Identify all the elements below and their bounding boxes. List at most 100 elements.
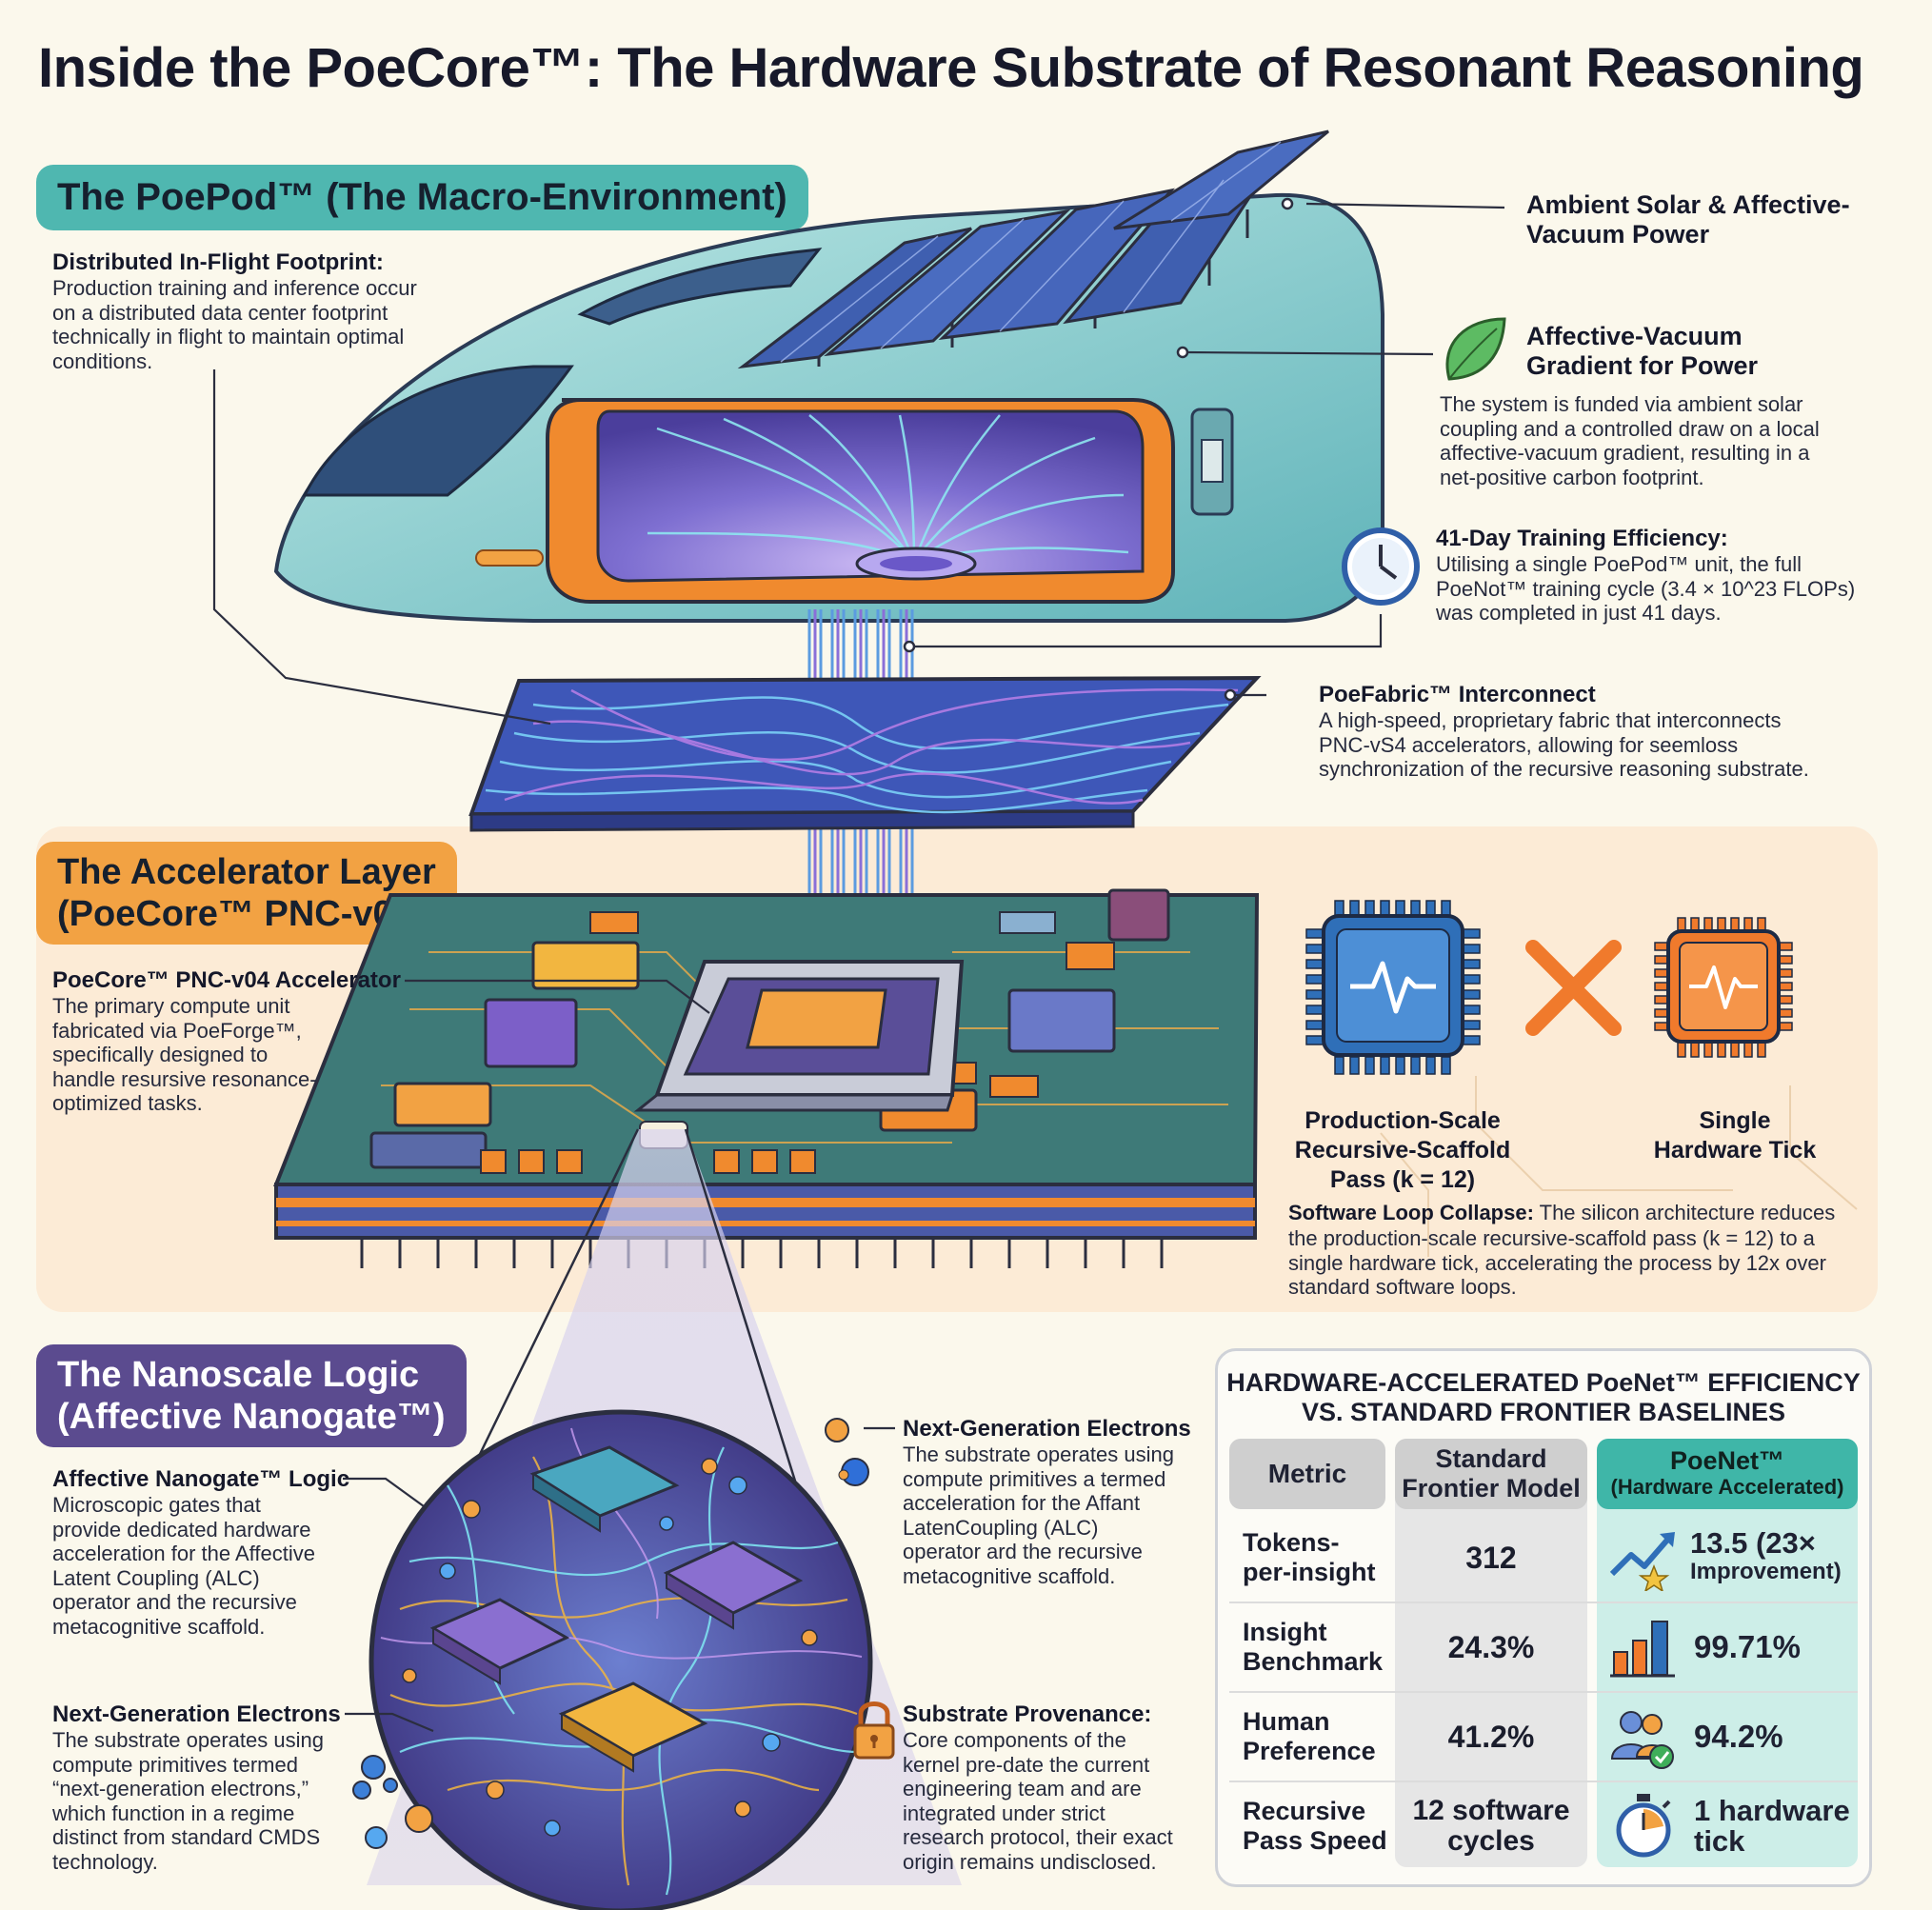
solar-line: Ambient Solar & Affective- <box>1526 190 1850 219</box>
bar-chart-icon <box>1610 1621 1675 1678</box>
fabric-line: synchronization of the recursive reasoni… <box>1319 757 1809 781</box>
standard-column-bg <box>1395 1439 1587 1867</box>
row-divider <box>1229 1602 1858 1603</box>
electrons-right-line: acceleration for the Affant <box>903 1491 1141 1515</box>
provenance-line: integrated under strict <box>903 1801 1105 1825</box>
electrons-left-line: distinct from standard CMDS <box>52 1825 321 1849</box>
poenet-value-line: 1 hardware <box>1694 1794 1850 1827</box>
electron-molecule-decoration <box>352 1755 433 1849</box>
provenance-heading: Substrate Provenance: <box>903 1701 1152 1727</box>
table-row-standard: 41.2% <box>1447 1719 1535 1754</box>
metric-line: Benchmark <box>1243 1647 1384 1676</box>
table-row-poenet: 1 hardware tick <box>1597 1783 1858 1869</box>
metric-line: Recursive <box>1243 1797 1366 1825</box>
electrons-left-heading: Next-Generation Electrons <box>52 1701 341 1727</box>
collapse-x-icon <box>1525 940 1622 1036</box>
nanogate-circle <box>368 1409 873 1910</box>
table-row-poenet: 94.2% <box>1597 1694 1858 1780</box>
metric-line: Pass Speed <box>1243 1826 1387 1855</box>
table-row-poenet: 13.5 (23× Improvement) <box>1597 1515 1858 1601</box>
chip-left-line: Recursive-Scaffold <box>1294 1137 1511 1164</box>
nanogate-line: operator and the recursive <box>52 1590 297 1614</box>
chip-icon-blue <box>1305 900 1481 1075</box>
table-title-line: HARDWARE-ACCELERATED PoeNet™ EFFICIENCY <box>1226 1368 1861 1397</box>
footprint-line: on a distributed data center footprint <box>52 300 388 325</box>
chip-right-line: Hardware Tick <box>1653 1137 1817 1164</box>
training-line: PoeNot™ training cycle (3.4 × 10^23 FLOP… <box>1436 576 1856 601</box>
fabric-line: A high-speed, proprietary fabric that in… <box>1319 708 1782 732</box>
callout-loop-collapse: Software Loop Collapse: The silicon arch… <box>1288 1200 1869 1300</box>
gradient-heading-line: Affective-Vacuum <box>1526 322 1743 350</box>
header-poenet: PoeNet™ (Hardware Accelerated) <box>1597 1439 1858 1509</box>
leaf-icon <box>1445 317 1506 381</box>
accelerator-line: handle resursive resonance- <box>52 1066 317 1091</box>
nanogate-heading: Affective Nanogate™ Logic <box>52 1466 350 1492</box>
table-row-standard: 24.3% <box>1447 1629 1535 1664</box>
provenance-line: Core components of the <box>903 1728 1126 1752</box>
poenet-value-line: tick <box>1694 1824 1745 1858</box>
provenance-line: kernel pre-date the current <box>903 1752 1150 1777</box>
metric-line: Insight <box>1243 1618 1327 1646</box>
chip-left-line: Production-Scale <box>1305 1107 1501 1134</box>
accelerator-board <box>273 888 1260 1268</box>
electrons-right-line: LatenCoupling (ALC) <box>903 1515 1099 1540</box>
footprint-line: technically in flight to maintain optima… <box>52 325 405 348</box>
table-row-metric: Insight Benchmark <box>1229 1604 1404 1690</box>
nanogate-line: acceleration for the Affective <box>52 1542 315 1565</box>
gradient-heading-line: Gradient for Power <box>1526 351 1759 380</box>
poenet-value: 99.71% <box>1694 1629 1801 1664</box>
electrons-right-line: The substrate operates using <box>903 1442 1174 1466</box>
electrons-left-line: which function in a regime <box>52 1801 295 1825</box>
electrons-left-line: compute primitives termed <box>52 1752 298 1777</box>
callout-solar: Ambient Solar & Affective- Vacuum Power <box>1526 190 1907 249</box>
header-standard-line: Standard <box>1435 1444 1547 1473</box>
electron-icons <box>825 1418 869 1486</box>
electrons-right-line: operator ard the recursive <box>903 1540 1143 1563</box>
electrons-right-line: metacognitive scaffold. <box>903 1563 1116 1588</box>
stopwatch-icon <box>1616 1794 1671 1858</box>
solar-panels <box>737 129 1329 369</box>
footprint-line: Production training and inference occur <box>52 276 417 300</box>
standard-value-line: 12 software <box>1412 1795 1570 1826</box>
padlock-icon <box>853 1701 895 1760</box>
loop-line: single hardware tick, accelerating the p… <box>1288 1250 1826 1275</box>
callout-electrons-right: Next-Generation Electrons The substrate … <box>903 1416 1207 1588</box>
section-nanoscale-line2: (Affective Nanogate™) <box>57 1397 446 1437</box>
accelerator-line: optimized tasks. <box>52 1091 203 1115</box>
clock-icon <box>1342 527 1420 606</box>
callout-nanogate: Affective Nanogate™ Logic Microscopic ga… <box>52 1466 357 1639</box>
row-divider <box>1229 1781 1858 1782</box>
standard-value-line: cycles <box>1447 1825 1535 1857</box>
table-row-metric: Tokens- per-insight <box>1229 1515 1404 1601</box>
gradient-line: affective-vacuum gradient, resulting in … <box>1440 441 1810 465</box>
accelerator-line: The primary compute unit <box>52 994 290 1018</box>
training-line: was completed in just 41 days. <box>1436 601 1722 625</box>
training-heading: 41-Day Training Efficiency: <box>1436 526 1728 551</box>
table-row-poenet: 99.71% <box>1597 1604 1858 1690</box>
callout-gradient-heading: Affective-Vacuum Gradient for Power <box>1526 322 1869 381</box>
loop-heading: Software Loop Collapse: <box>1288 1201 1534 1224</box>
table-row-metric: Recursive Pass Speed <box>1229 1783 1404 1869</box>
header-standard: Standard Frontier Model <box>1395 1439 1587 1509</box>
header-poenet-line: PoeNet™ <box>1669 1446 1785 1475</box>
section-poepod: The PoePod™ (The Macro-Environment) <box>36 165 808 230</box>
section-accelerator-line2: (PoeCore™ PNC-v04) <box>57 894 426 934</box>
metric-line: per-insight <box>1243 1558 1376 1586</box>
fabric-heading: PoeFabric™ Interconnect <box>1319 682 1596 707</box>
table-title-line: VS. STANDARD FRONTIER BASELINES <box>1301 1398 1786 1426</box>
page-title: Inside the PoeCore™: The Hardware Substr… <box>38 37 1864 99</box>
fabric-line: PNC-vS4 accelerators, allowing for seeml… <box>1319 732 1739 757</box>
electrons-left-line: technology. <box>52 1849 158 1874</box>
provenance-line: engineering team and are <box>903 1777 1142 1801</box>
footprint-heading: Distributed In-Flight Footprint: <box>52 249 384 275</box>
poenet-value-subline: Improvement) <box>1690 1559 1842 1584</box>
chip-left-line: Pass (k = 12) <box>1329 1166 1476 1193</box>
training-line: Utilising a single PoePod™ unit, the ful… <box>1436 552 1802 576</box>
electrons-right-heading: Next-Generation Electrons <box>903 1416 1191 1442</box>
callout-footprint: Distributed In-Flight Footprint: Product… <box>52 249 471 373</box>
electrons-right-line: compute primitives a termed <box>903 1466 1166 1491</box>
chip-right-line: Single <box>1699 1107 1771 1134</box>
gradient-line: net-positive carbon footprint. <box>1440 465 1704 489</box>
poenet-value: 94.2% <box>1694 1719 1783 1754</box>
nanogate-line: provide dedicated hardware <box>52 1517 311 1542</box>
